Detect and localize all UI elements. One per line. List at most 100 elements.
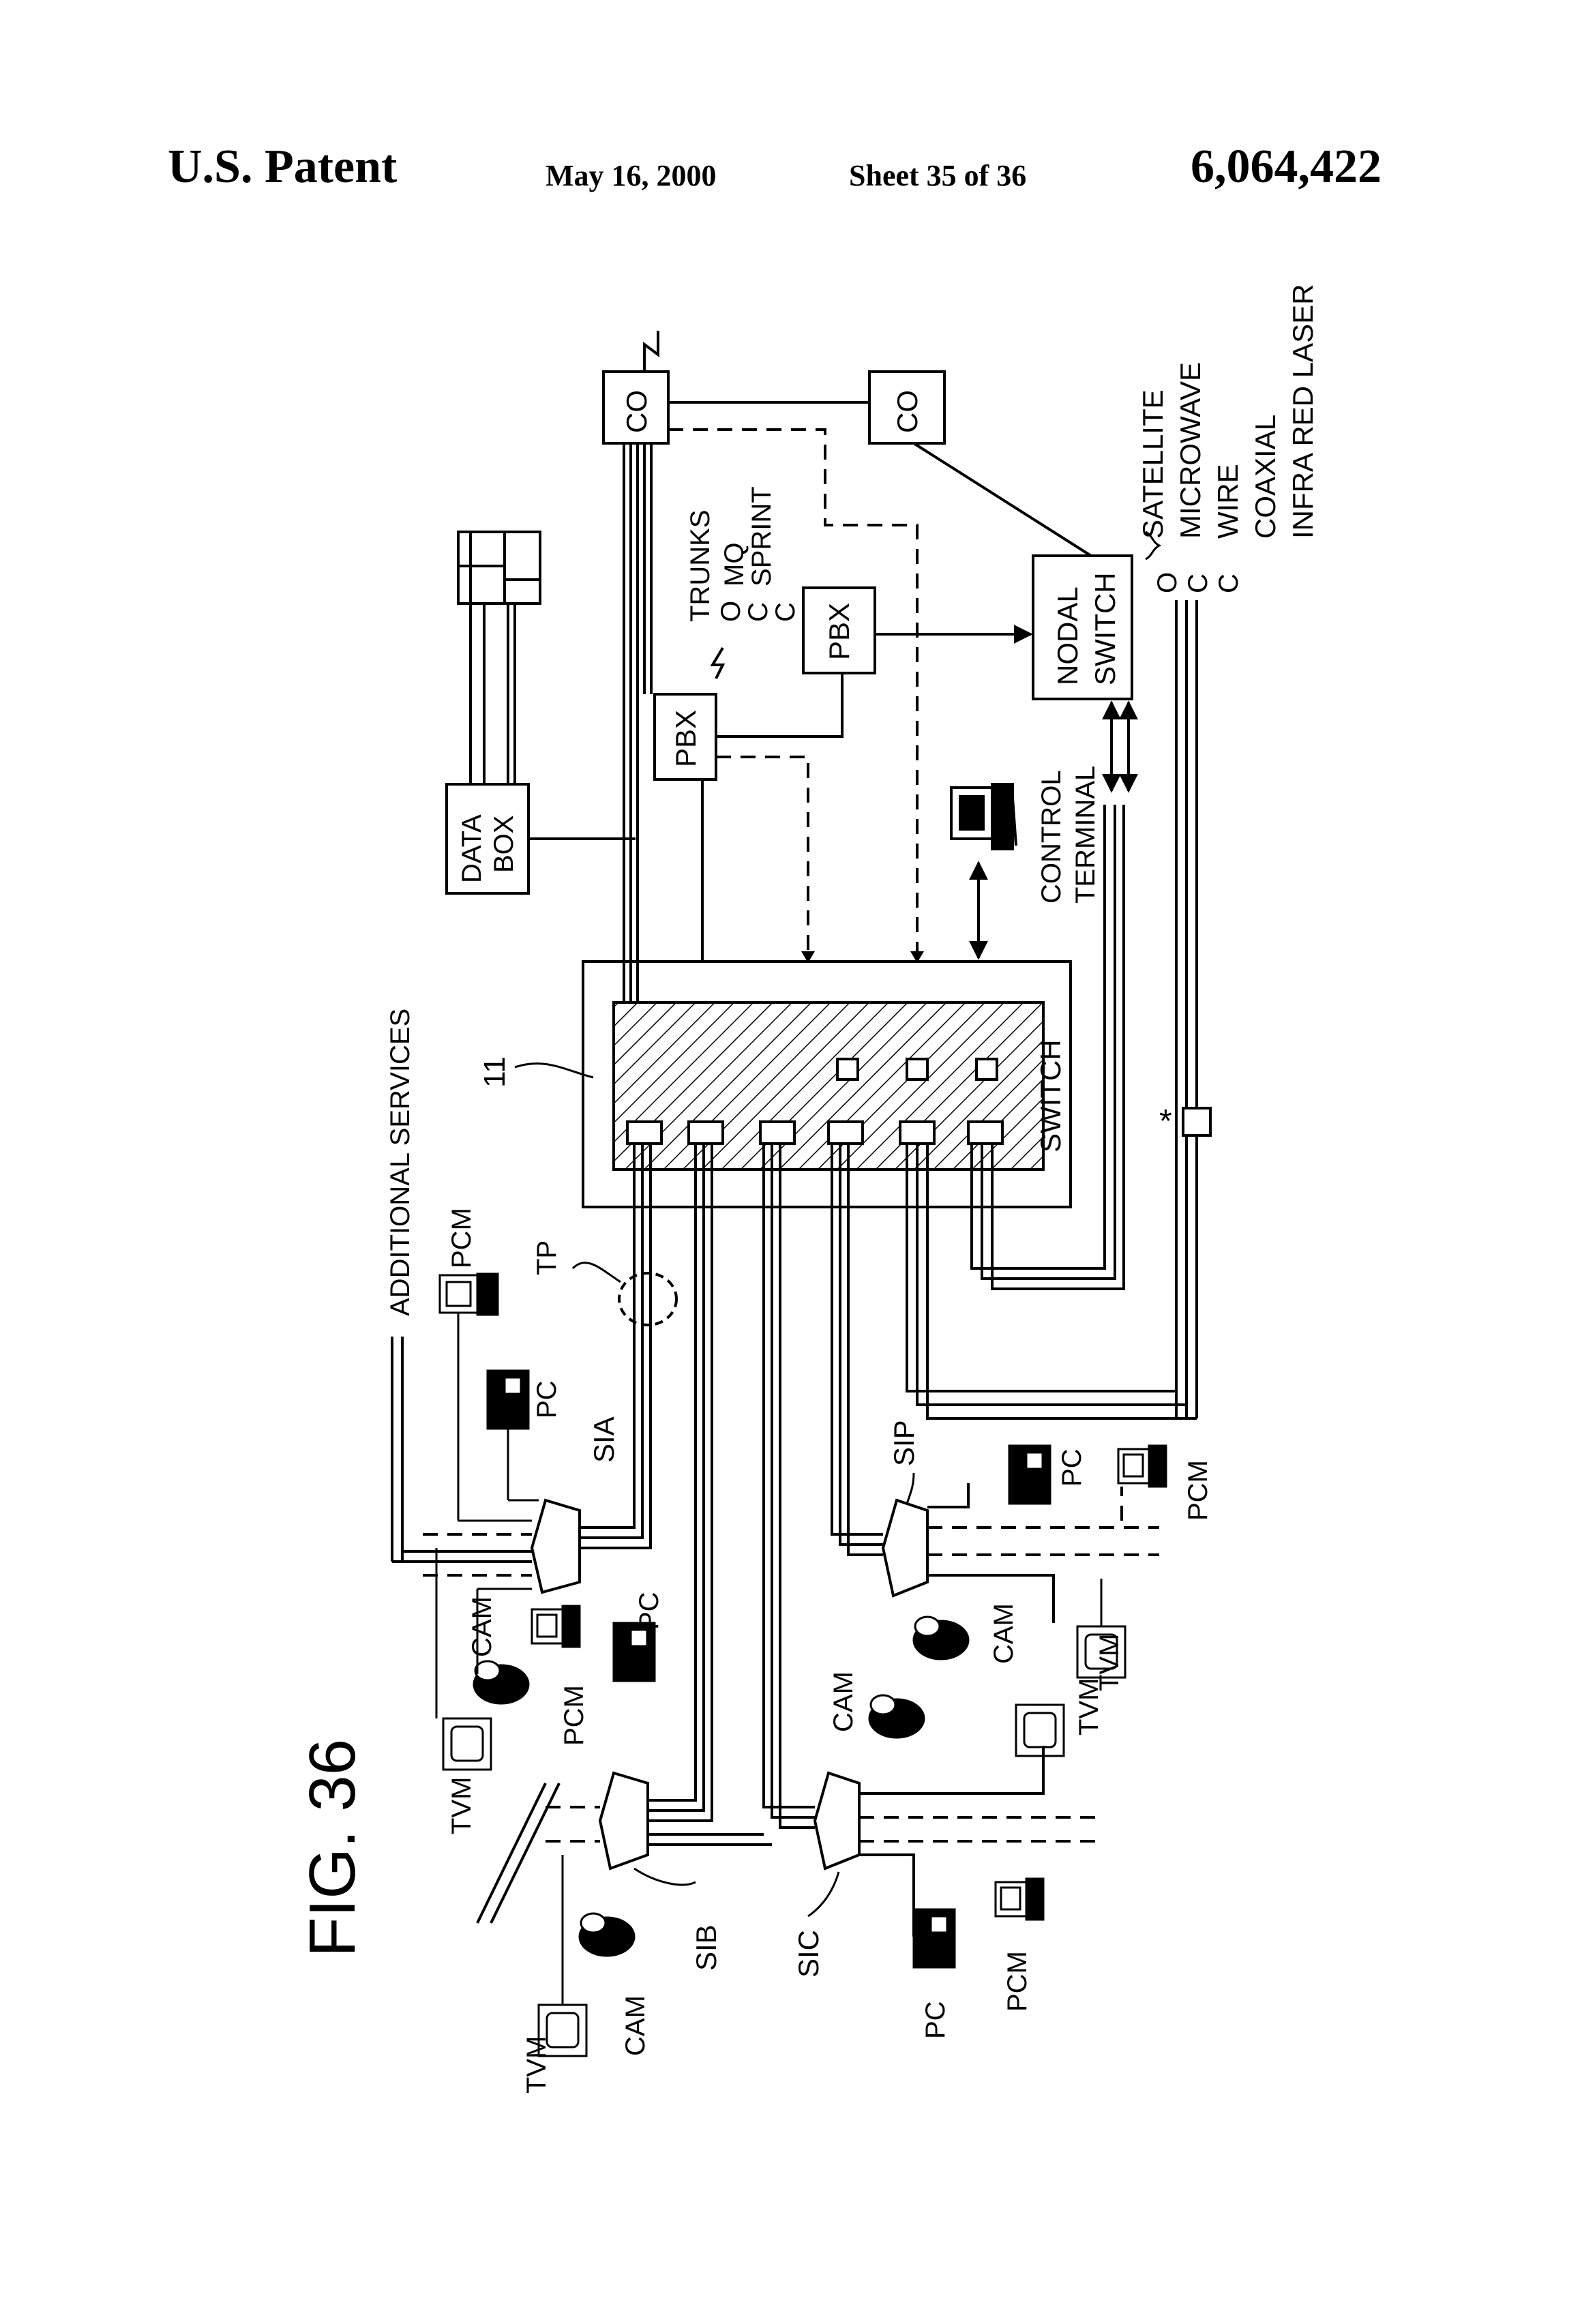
data-box-label: DATA	[457, 814, 487, 883]
switch-ref-number: 11	[478, 1056, 511, 1088]
switch-port	[829, 1122, 863, 1144]
data-box-label: BOX	[489, 816, 519, 873]
tvm-label: TVM	[447, 1777, 477, 1834]
co-to-nodal-link	[914, 443, 1091, 556]
co-label: CO	[621, 390, 653, 433]
camera-icon	[580, 1913, 634, 1956]
carrier-c: C	[743, 602, 773, 622]
switch-port	[837, 1059, 858, 1079]
tp-label: TP	[532, 1240, 562, 1275]
camera-icon	[914, 1617, 968, 1659]
pc-label: PC	[1057, 1448, 1087, 1487]
co-lightning	[644, 331, 658, 372]
star-box	[1183, 1108, 1210, 1135]
switch-port	[976, 1059, 997, 1079]
sib-label: SIB	[690, 1924, 722, 1971]
sia-splitter	[532, 1500, 580, 1592]
switch-port	[760, 1122, 794, 1144]
pbx-lightning	[713, 648, 723, 679]
sia-dashed	[423, 1534, 532, 1575]
additional-services-lines	[392, 1337, 402, 1562]
media-coaxial: COAXIAL	[1249, 415, 1281, 539]
pcm-label: PCM	[447, 1208, 477, 1268]
sic-splitter	[815, 1773, 859, 1868]
sip-splitter	[883, 1500, 927, 1596]
media-lines	[1176, 600, 1197, 1418]
control-terminal-icon	[951, 784, 1016, 849]
sib-splitter	[600, 1773, 648, 1868]
pc-label: PC	[634, 1592, 664, 1630]
sia-label: SIA	[588, 1416, 620, 1463]
sip-label: SIP	[888, 1420, 920, 1466]
tv-monitor-icon	[436, 1548, 491, 1770]
sic-label: SIC	[792, 1930, 824, 1978]
control-terminal-label: TERMINAL	[1071, 766, 1101, 904]
tv-monitor-icon	[1016, 1705, 1064, 1756]
sib-dashed	[546, 1807, 600, 1841]
pc-label: PC	[532, 1380, 562, 1418]
media-wire: WIRE	[1212, 464, 1244, 539]
sip-leader	[907, 1473, 914, 1504]
pc-icon	[488, 1371, 539, 1500]
nodal-switch-label: NODAL	[1051, 586, 1084, 685]
media-list: SATELLITE MICROWAVE WIRE COAXIAL INFRA R…	[1137, 284, 1319, 539]
pc-icon	[1009, 1446, 1050, 1504]
pcm-icon	[1118, 1446, 1166, 1487]
switch-block	[583, 962, 1071, 1207]
pc-icon	[914, 1909, 955, 1967]
nodal-links	[1105, 702, 1129, 1221]
cam-label: CAM	[621, 1995, 651, 2056]
pbx-label: PBX	[823, 603, 855, 660]
sia-lines	[392, 1500, 651, 1562]
media-infrared: INFRA RED LASER	[1287, 284, 1319, 539]
control-terminal-label: CONTROL	[1036, 770, 1066, 904]
tp-leader	[573, 1263, 621, 1282]
sia-link-lines	[634, 1144, 848, 1691]
carrier-sprint: SPRINT	[747, 486, 777, 586]
switch-ref-leader	[515, 1064, 593, 1077]
co-label: CO	[891, 390, 923, 433]
tp-circle	[619, 1273, 676, 1325]
pcm-icon	[532, 1606, 580, 1647]
sic-leader	[808, 1872, 839, 1916]
pcm-label: PCM	[1002, 1951, 1032, 2012]
pcm-label: PCM	[1183, 1460, 1213, 1521]
switch-label: SWITCH	[1034, 1039, 1066, 1152]
media-carrier-o: O	[1152, 572, 1182, 593]
cam-label: CAM	[829, 1671, 859, 1732]
trunks-label: TRUNKS	[685, 510, 715, 622]
switch-port	[968, 1122, 1002, 1144]
pbx-pbx-link	[716, 673, 842, 736]
tv-monitor-icon	[539, 1855, 586, 2056]
cam-label: CAM	[989, 1603, 1019, 1664]
media-carrier-c: C	[1183, 573, 1213, 593]
dashed-control-lines	[668, 430, 917, 955]
svg-text:FIG. 36: FIG. 36	[296, 1739, 369, 1957]
figure-label: FIG. 36	[296, 1739, 369, 1957]
switch-port	[627, 1122, 661, 1144]
sic-dashed	[859, 1817, 1098, 1841]
additional-services-label: ADDITIONAL SERVICES	[385, 1009, 415, 1316]
media-carrier-c: C	[1214, 573, 1244, 593]
media-microwave: MICROWAVE	[1174, 362, 1206, 539]
star-label: *	[1159, 1103, 1172, 1139]
switch-port	[907, 1059, 927, 1079]
sib-leader	[634, 1868, 696, 1885]
pbx-label: PBX	[670, 710, 702, 767]
media-satellite: SATELLITE	[1137, 389, 1169, 539]
switch-to-media-lines	[907, 1144, 1197, 1418]
data-box-stack	[458, 532, 540, 784]
carrier-c: C	[771, 602, 801, 622]
switch-port	[689, 1122, 723, 1144]
pcm-icon	[996, 1879, 1043, 1920]
carrier-o: O	[716, 601, 746, 622]
camera-icon	[869, 1695, 924, 1738]
pc-label: PC	[921, 2001, 951, 2039]
switch-port	[900, 1122, 934, 1144]
cam-label: CAM	[467, 1596, 497, 1657]
pc-icon	[614, 1623, 655, 1681]
nodal-switch-label: SWITCH	[1089, 572, 1121, 685]
pcm-label: PCM	[559, 1685, 589, 1746]
tvm-label: TVM	[1094, 1634, 1124, 1691]
